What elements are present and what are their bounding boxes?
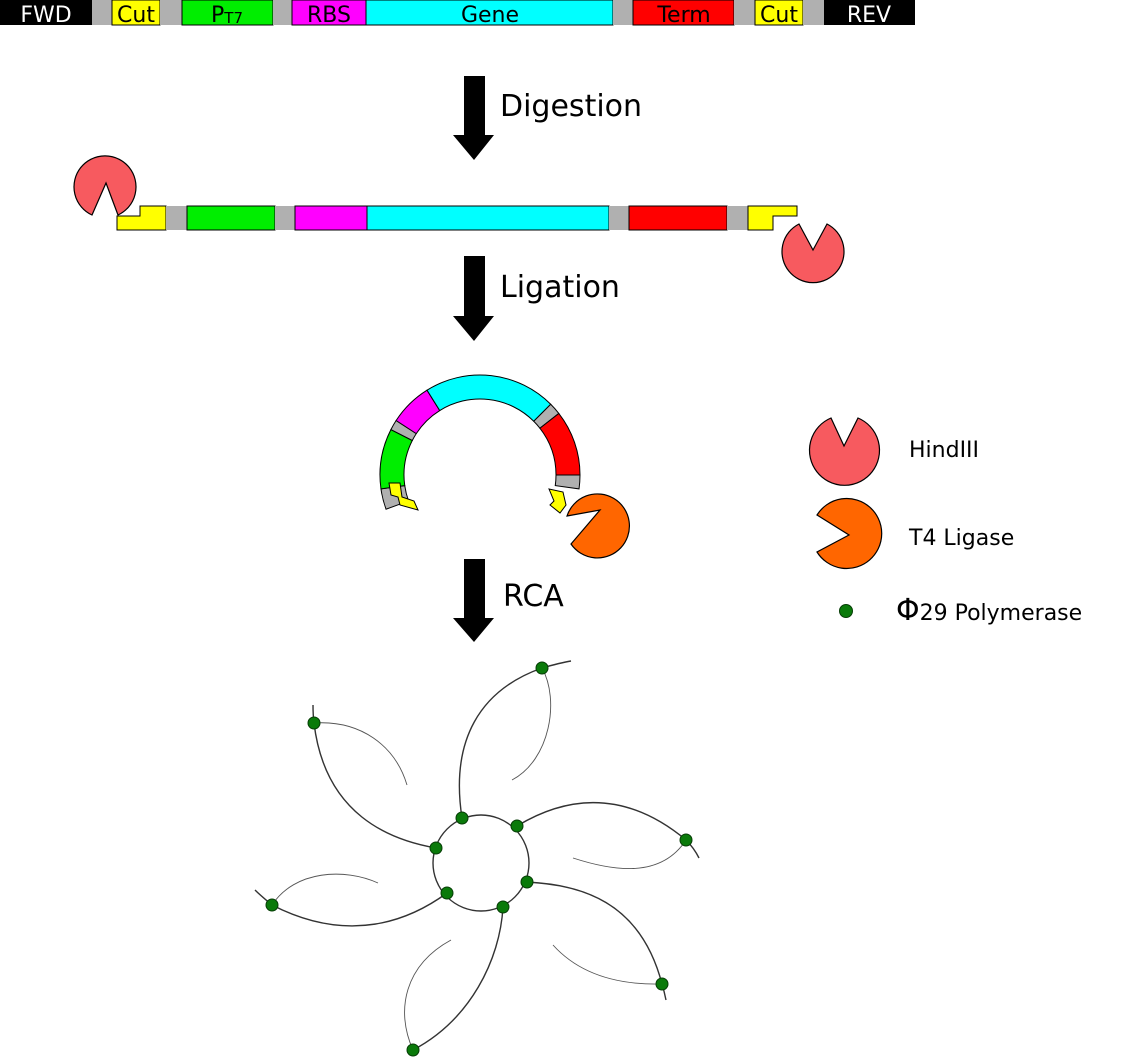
- ligation-arc: [379, 374, 581, 514]
- segment-cut-right: [754, 0, 804, 26]
- rca-branch: [313, 722, 408, 786]
- legend-polymerase-label: Φ29 Polymerase: [896, 593, 1082, 628]
- phi29-polymerase-dot: [406, 1043, 420, 1057]
- segment-gene: [365, 0, 614, 26]
- label-term: Term: [656, 3, 710, 28]
- segment-spacer: [734, 0, 755, 25]
- legend-phi-symbol: Φ: [896, 593, 920, 628]
- frag-spacer: [727, 206, 748, 230]
- phi29-polymerase-dot: [429, 841, 443, 855]
- rca-product: [254, 660, 700, 1051]
- phi29-polymerase-dot: [265, 898, 279, 912]
- segment-rbs: [291, 0, 367, 26]
- rca-strand: [516, 802, 700, 859]
- rca-strand: [526, 881, 667, 1001]
- frag-spacer: [275, 206, 295, 230]
- arc-sticky-end-left: [388, 482, 419, 511]
- arc-gene: [426, 374, 552, 422]
- arc-sticky-end-right: [548, 488, 567, 514]
- frag-pt7: [186, 205, 276, 231]
- arrow-ligation: [453, 256, 494, 341]
- phi29-polymerase-dot: [655, 977, 669, 991]
- frag-spacer: [166, 206, 187, 230]
- hindiii-enzyme-right: [781, 223, 845, 284]
- rca-strand: [458, 660, 572, 819]
- arrow-digestion: [453, 76, 494, 160]
- rca-branch: [511, 667, 552, 781]
- step-ligation-label: Ligation: [500, 270, 620, 305]
- segment-term: [632, 0, 735, 26]
- legend-hindiii-label: HindIII: [909, 438, 979, 463]
- phi29-polymerase-dot: [307, 716, 321, 730]
- segment-fwd: [0, 0, 92, 25]
- phi29-polymerase-dot: [496, 900, 510, 914]
- label-rbs: RBS: [307, 3, 351, 28]
- rca-strand: [312, 704, 437, 849]
- legend-t4-ligase-label: T4 Ligase: [908, 526, 1014, 551]
- label-cut-left: Cut: [117, 3, 155, 28]
- polymerase-dots: [265, 661, 693, 1057]
- construct-bar: FWD Cut PT7 RBS Gene Term Cut REV: [0, 0, 915, 28]
- segment-pt7: [181, 0, 274, 26]
- frag-rbs: [294, 205, 368, 231]
- label-pt7-main: P: [211, 3, 224, 28]
- phi29-polymerase-dot: [510, 819, 524, 833]
- label-rev: REV: [847, 3, 891, 28]
- rca-strand: [412, 906, 504, 1051]
- segment-spacer: [160, 0, 182, 25]
- label-cut-right: Cut: [760, 3, 798, 28]
- frag-term: [628, 205, 728, 231]
- legend: HindIII T4 Ligase Φ29 Polymerase: [808, 417, 1082, 628]
- rca-template-circle: [432, 814, 530, 912]
- legend-polymerase-icon: [839, 604, 853, 618]
- label-pt7: PT7: [211, 3, 243, 28]
- rca-branch: [572, 839, 687, 869]
- rca-branch: [552, 944, 663, 985]
- frag-gene: [366, 205, 610, 231]
- legend-hindiii-icon: [808, 417, 881, 486]
- t4-ligase-enzyme-arc: [566, 493, 630, 559]
- phi29-polymerase-dot: [520, 875, 534, 889]
- segment-rev: [824, 0, 915, 25]
- digested-fragment: [116, 205, 798, 231]
- segment-spacer: [273, 0, 292, 25]
- sticky-end-right: [747, 205, 798, 231]
- rca-branch: [404, 939, 452, 1051]
- rca-branch: [271, 873, 379, 906]
- rca-strand: [254, 889, 448, 927]
- hindiii-enzyme-left: [73, 155, 137, 216]
- arrow-rca: [453, 559, 494, 642]
- label-fwd: FWD: [20, 3, 71, 28]
- arc-spacer: [554, 474, 581, 490]
- phi29-polymerase-dot: [535, 661, 549, 675]
- frag-spacer: [609, 206, 629, 230]
- phi29-polymerase-dot: [455, 811, 469, 825]
- legend-t4-ligase-icon: [816, 497, 883, 570]
- segment-spacer: [92, 0, 112, 25]
- step-rca-label: RCA: [503, 579, 564, 614]
- label-gene: Gene: [461, 3, 519, 28]
- step-digestion-label: Digestion: [500, 89, 642, 124]
- phi29-polymerase-dot: [679, 833, 693, 847]
- segment-spacer: [613, 0, 633, 25]
- legend-polymerase-text: 29 Polymerase: [920, 601, 1083, 626]
- phi29-polymerase-dot: [440, 886, 454, 900]
- segment-spacer: [803, 0, 824, 25]
- segment-cut-left: [111, 0, 161, 26]
- label-pt7-sub: T7: [223, 9, 243, 27]
